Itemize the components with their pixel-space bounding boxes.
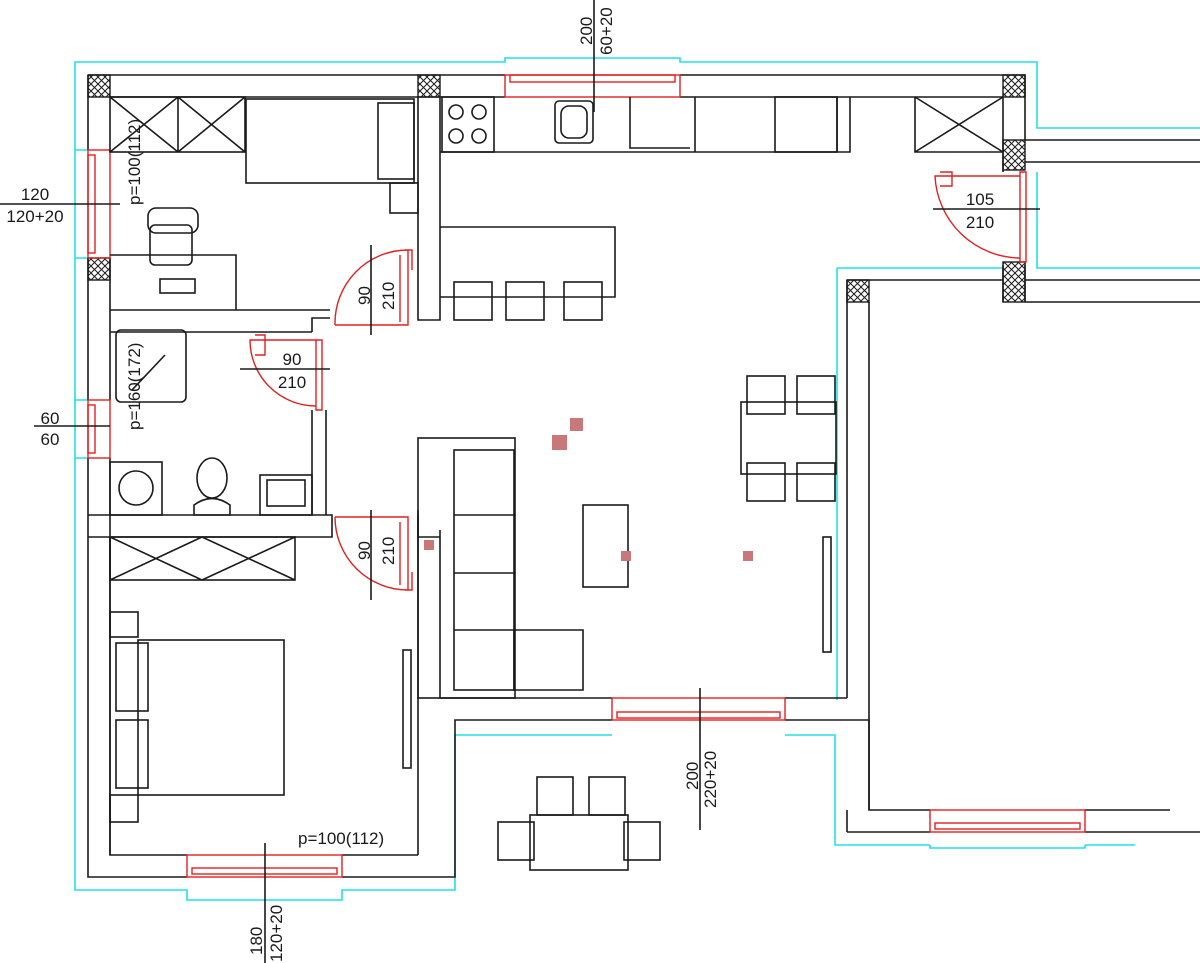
window-bedroom2-sill: p=100(112) [298,829,384,848]
window-bedroom1-height: 120+20 [6,207,63,226]
furniture [109,96,1004,871]
door-bathroom-width: 90 [283,350,302,369]
window-bedroom1-width: 120 [21,185,49,204]
window-kitchen-height: 60+20 [597,7,616,55]
window-bedroom1-sill: p=100(112) [125,119,144,205]
door-bedroom2-width: 90 [355,541,374,560]
door-entrance-width: 105 [966,190,994,209]
window-bathroom-height: 60 [41,430,60,449]
door-entrance-height: 210 [966,213,994,232]
windows [87,74,1086,878]
window-kitchen-width: 200 [577,17,596,45]
markers [424,418,753,561]
door-bedroom2-height: 210 [379,537,398,565]
door-balcony-width: 200 [683,762,702,790]
door-balcony-height: 220+20 [701,751,720,808]
window-bathroom-sill: p=160(172) [125,343,144,430]
structural-columns [87,74,1026,303]
exterior-outline [74,57,1200,901]
window-bedroom2-height: 120+20 [267,905,286,962]
walls [87,74,1200,878]
door-bedroom1-width: 90 [355,286,374,305]
dimension-lines [0,0,1040,963]
doors [249,171,1027,591]
door-bathroom-height: 210 [278,373,306,392]
door-bedroom1-height: 210 [379,282,398,310]
dimension-labels: 120 120+20 p=100(112) 90 210 90 210 p=16… [6,7,994,962]
window-bathroom-width: 60 [41,409,60,428]
window-bedroom2-width: 180 [247,927,266,955]
